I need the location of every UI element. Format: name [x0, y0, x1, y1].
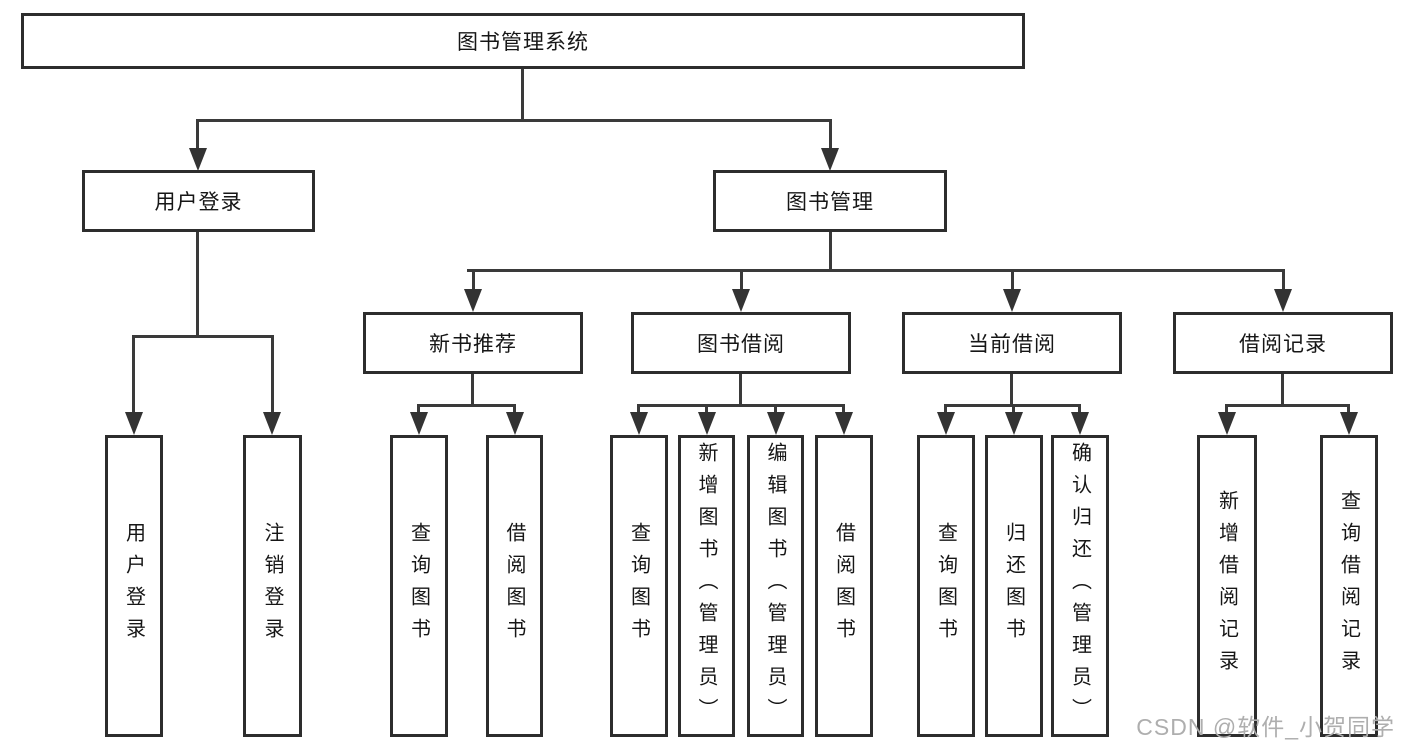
arrow-down-icon: [732, 289, 750, 312]
arrow-down-icon: [1003, 289, 1021, 312]
node-bb-edit-books-admin: 编辑图书（管理员）: [747, 435, 804, 737]
node-label: 借阅图书: [832, 522, 855, 650]
connector-line: [271, 335, 274, 412]
node-label: 图书借阅: [697, 333, 785, 356]
node-nb-borrow-books: 借阅图书: [486, 435, 543, 737]
connector-line: [842, 404, 845, 413]
node-book-management: 图书管理: [713, 170, 947, 232]
node-user-login: 用户登录: [82, 170, 315, 232]
arrow-down-icon: [698, 412, 716, 435]
arrow-down-icon: [189, 148, 207, 171]
connector-line: [1078, 404, 1081, 413]
connector-line: [133, 335, 274, 338]
node-borrowing-records: 借阅记录: [1173, 312, 1393, 374]
node-bb-borrow-books: 借阅图书: [815, 435, 873, 737]
connector-line: [1011, 269, 1014, 291]
connector-line: [467, 269, 1285, 272]
node-bb-add-books-admin: 新增图书（管理员）: [678, 435, 735, 737]
connector-line: [740, 269, 743, 291]
node-label: 新增图书（管理员）: [695, 442, 717, 730]
node-label: 用户登录: [154, 191, 243, 214]
node-label: 查询图书: [627, 522, 650, 650]
node-label: 新书推荐: [429, 333, 517, 356]
connector-line: [1282, 269, 1285, 291]
node-label: 借阅记录: [1239, 333, 1327, 356]
connector-line: [513, 404, 516, 413]
node-bb-query-books: 查询图书: [610, 435, 668, 737]
node-cb-query-books: 查询图书: [917, 435, 975, 737]
node-label: 查询图书: [407, 522, 430, 650]
node-nb-query-books: 查询图书: [390, 435, 448, 737]
connector-line: [417, 404, 420, 413]
node-label: 注销登录: [261, 522, 283, 650]
connector-line: [829, 232, 832, 270]
arrow-down-icon: [1071, 412, 1089, 435]
node-label: 查询图书: [934, 522, 957, 650]
node-label: 当前借阅: [968, 333, 1056, 356]
node-logout: 注销登录: [243, 435, 302, 737]
node-label: 编辑图书（管理员）: [764, 442, 786, 730]
connector-line: [637, 404, 640, 413]
arrow-down-icon: [464, 289, 482, 312]
connector-line: [1281, 374, 1284, 407]
arrow-down-icon: [821, 148, 839, 171]
connector-line: [739, 374, 742, 407]
arrow-down-icon: [767, 412, 785, 435]
node-br-query-record: 查询借阅记录: [1320, 435, 1378, 737]
connector-line: [196, 119, 199, 150]
node-label: 借阅图书: [503, 522, 525, 650]
node-label: 新增借阅记录: [1215, 490, 1238, 682]
node-label: 查询借阅记录: [1337, 490, 1360, 682]
arrow-down-icon: [1274, 289, 1292, 312]
node-new-book-recommendation: 新书推荐: [363, 312, 583, 374]
arrow-down-icon: [125, 412, 143, 435]
connector-line: [521, 69, 524, 121]
arrow-down-icon: [410, 412, 428, 435]
connector-line: [132, 335, 135, 412]
arrow-down-icon: [630, 412, 648, 435]
node-label: 图书管理系统: [457, 31, 589, 54]
node-book-borrowing: 图书借阅: [631, 312, 851, 374]
node-cb-confirm-return-admin: 确认归还（管理员）: [1051, 435, 1109, 737]
connector-line: [1012, 404, 1015, 413]
connector-line: [418, 404, 516, 407]
arrow-down-icon: [835, 412, 853, 435]
connector-line: [638, 404, 845, 407]
connector-line: [705, 404, 708, 413]
arrow-down-icon: [263, 412, 281, 435]
connector-line: [472, 269, 475, 291]
connector-line: [196, 232, 199, 337]
connector-line: [1226, 404, 1350, 407]
arrow-down-icon: [1218, 412, 1236, 435]
connector-line: [1010, 374, 1013, 407]
node-label: 用户登录: [122, 522, 145, 650]
csdn-watermark: CSDN @软件_小贺同学: [1136, 714, 1395, 740]
connector-line: [471, 374, 474, 407]
node-label: 确认归还（管理员）: [1068, 442, 1091, 730]
connector-line: [1225, 404, 1228, 413]
connector-line: [944, 404, 947, 413]
node-cb-return-books: 归还图书: [985, 435, 1043, 737]
node-library-management-system: 图书管理系统: [21, 13, 1025, 69]
connector-line: [197, 119, 832, 122]
arrow-down-icon: [1340, 412, 1358, 435]
connector-line: [829, 119, 832, 150]
connector-line: [774, 404, 777, 413]
arrow-down-icon: [506, 412, 524, 435]
node-user-login-leaf: 用户登录: [105, 435, 163, 737]
node-br-add-record: 新增借阅记录: [1197, 435, 1257, 737]
node-label: 图书管理: [786, 191, 874, 214]
arrow-down-icon: [937, 412, 955, 435]
node-current-borrowing: 当前借阅: [902, 312, 1122, 374]
arrow-down-icon: [1005, 412, 1023, 435]
node-label: 归还图书: [1002, 522, 1025, 650]
connector-line: [1347, 404, 1350, 413]
